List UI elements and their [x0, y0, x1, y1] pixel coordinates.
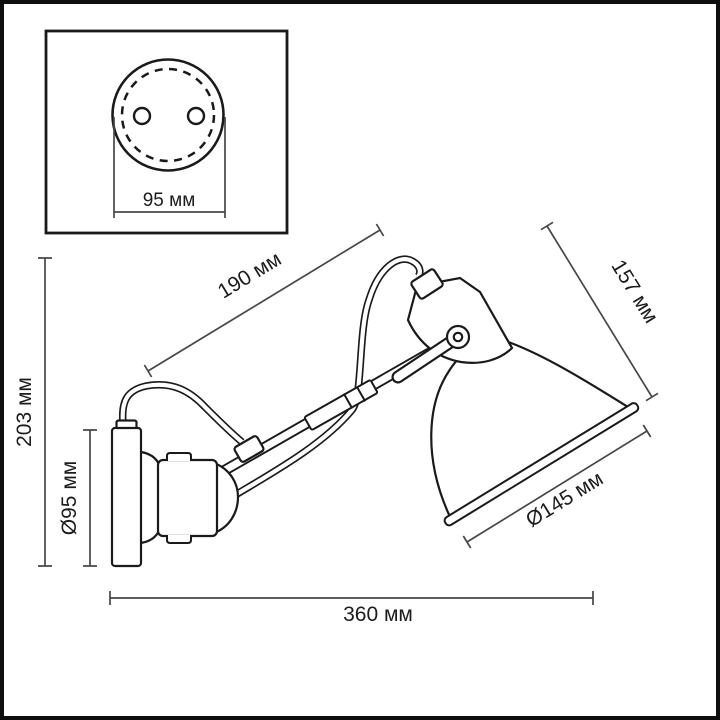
arm-sleeve	[303, 379, 379, 431]
mount-plate-dashed-circle	[120, 67, 216, 163]
housing-top-tab	[166, 452, 192, 461]
arm-cable-connector	[233, 435, 265, 463]
mount-plate-outline-circle	[111, 58, 225, 172]
screw-hole-left	[132, 106, 152, 126]
pivot-eye-inner	[452, 331, 464, 343]
housing-bulge	[212, 461, 240, 535]
dimension-d95: Ø95 мм	[58, 429, 97, 567]
housing-body	[156, 458, 219, 538]
dimension-95: 95 мм	[113, 117, 226, 218]
arm-sleeve-ticks	[342, 386, 367, 409]
dimension-95-label: 95 мм	[143, 190, 196, 211]
housing-bottom-tab	[166, 535, 192, 544]
dimension-360: 360 мм	[109, 591, 594, 626]
lamp-head-cable	[230, 255, 424, 501]
dimension-360-label: 360 мм	[343, 603, 413, 626]
dimension-203: 203 мм	[13, 257, 52, 567]
wall-lamp-drawing	[110, 255, 640, 568]
arm-fork-and-pivot	[391, 324, 471, 384]
shade-rim	[443, 402, 640, 527]
mount-detail-inset: 95 мм	[44, 29, 289, 235]
head-cable-connector	[410, 268, 444, 300]
screw-hole-right	[186, 106, 206, 126]
lamp-head-cap	[406, 276, 514, 364]
wall-cable	[118, 381, 245, 445]
dimension-203-label: 203 мм	[13, 377, 36, 447]
pivot-housing	[140, 450, 240, 545]
dimension-d95-label: Ø95 мм	[58, 461, 81, 535]
wall-plate	[110, 419, 143, 568]
plate-body	[110, 426, 143, 568]
